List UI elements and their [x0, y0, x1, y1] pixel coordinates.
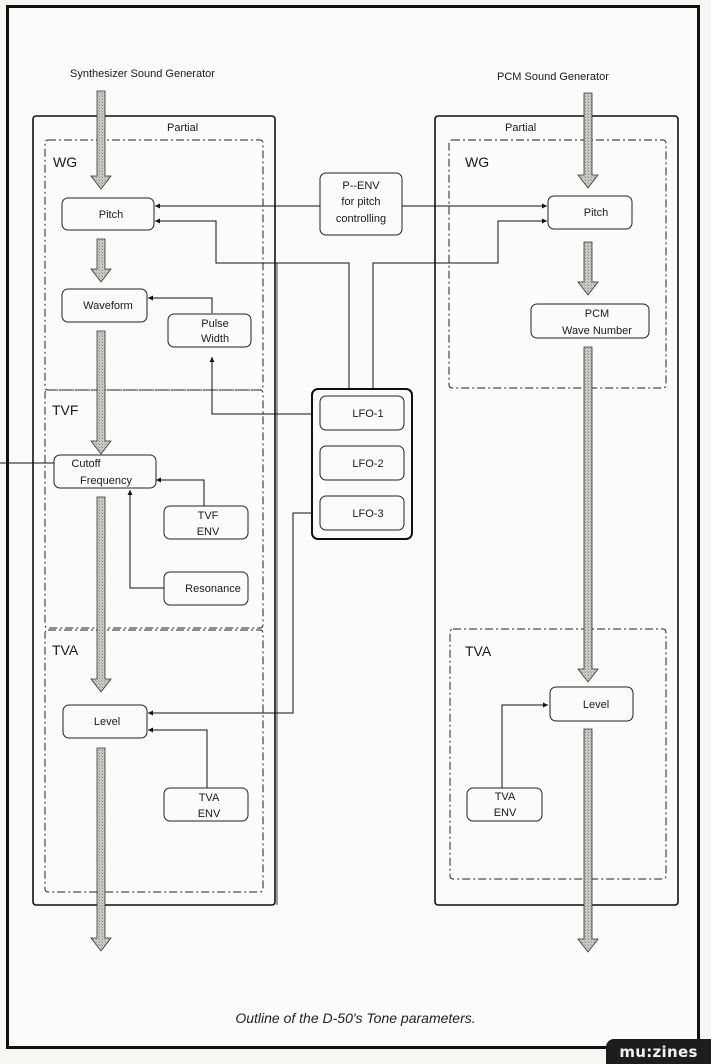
block-right-tva-env — [466, 787, 543, 822]
block-left-pitch — [61, 197, 155, 231]
right-wg-section — [448, 139, 667, 389]
label-resonance: Resonance — [185, 583, 241, 595]
line-tvf-env-cutoff — [156, 477, 205, 506]
label-tvf-env-2: ENV — [197, 526, 220, 538]
block-pcm-wave-number — [530, 303, 650, 339]
label-lfo-1: LFO-1 — [352, 408, 383, 420]
label-left-pitch: Pitch — [99, 209, 123, 221]
figure-caption: Outline of the D-50's Tone parameters. — [235, 1010, 476, 1026]
block-pulse-width — [167, 313, 252, 348]
line-lfo1-pulse-width — [209, 357, 311, 415]
title-pcm-generator: PCM Sound Generator — [497, 71, 609, 83]
label-left-tva-env-2: ENV — [198, 808, 221, 820]
right-partial-label: Partial — [505, 122, 536, 134]
block-right-pitch — [547, 195, 633, 230]
block-cutoff-frequency — [53, 454, 157, 489]
flow-arrow-pitch-pcm — [577, 241, 599, 296]
label-p-env-1: P--ENV — [342, 180, 380, 192]
left-tvf-section — [44, 389, 264, 629]
muzines-watermark[interactable]: mu:zines — [606, 1039, 711, 1064]
block-lfo-1 — [319, 395, 405, 431]
label-right-tva-env-1: TVA — [495, 791, 516, 803]
line-tva-env-left-level — [148, 727, 208, 788]
block-lfo-3 — [319, 495, 405, 531]
label-cutoff-2: Frequency — [80, 475, 132, 487]
label-pcm-2: Wave Number — [562, 325, 632, 337]
flow-arrow-waveform-cutoff — [90, 330, 112, 455]
label-right-pitch: Pitch — [584, 207, 608, 219]
block-lfo-2 — [319, 445, 405, 481]
label-pcm-1: PCM — [585, 308, 609, 320]
title-synth-generator: Synthesizer Sound Generator — [70, 68, 215, 80]
line-lfo3-left-level — [148, 512, 311, 716]
block-waveform — [61, 288, 148, 323]
label-left-tva-env-1: TVA — [199, 792, 220, 804]
left-partial-box — [32, 115, 276, 906]
label-pulse-width-2: Width — [201, 333, 229, 345]
block-right-level — [549, 686, 634, 722]
block-tvf-env — [163, 505, 249, 540]
flow-arrow-left-out — [90, 747, 112, 952]
left-partial-label: Partial — [167, 122, 198, 134]
label-waveform: Waveform — [83, 300, 133, 312]
right-tva-label: TVA — [465, 643, 492, 659]
label-pulse-width-1: Pulse — [201, 318, 229, 330]
line-lfo1-left-pitch — [155, 218, 350, 396]
block-left-level — [62, 704, 148, 739]
right-partial-box — [434, 115, 679, 906]
left-tvf-label: TVF — [52, 402, 78, 418]
label-lfo-2: LFO-2 — [352, 458, 383, 470]
label-right-level: Level — [583, 699, 609, 711]
left-tva-section — [44, 629, 264, 893]
left-wg-label: WG — [53, 154, 77, 170]
left-wg-section — [44, 139, 264, 391]
flow-arrow-right-out — [577, 728, 599, 953]
label-p-env-2: for pitch — [341, 196, 380, 208]
label-lfo-3: LFO-3 — [352, 508, 383, 520]
flow-arrow-pitch-waveform — [90, 238, 112, 283]
signal-flow-arrows — [90, 90, 599, 953]
control-lines — [0, 203, 548, 905]
right-wg-label: WG — [465, 154, 489, 170]
line-tva-env-right-level — [501, 702, 548, 789]
line-resonance-cutoff — [127, 490, 165, 589]
line-lfo1-right-pitch — [372, 218, 547, 396]
label-left-level: Level — [94, 716, 120, 728]
left-tva-label: TVA — [52, 642, 79, 658]
flow-arrow-cutoff-level — [90, 496, 112, 693]
label-tvf-env-1: TVF — [198, 510, 219, 522]
block-left-tva-env — [163, 787, 249, 822]
right-tva-section — [449, 628, 667, 880]
block-resonance — [163, 571, 249, 606]
label-right-tva-env-2: ENV — [494, 807, 517, 819]
line-pulse-width-waveform — [148, 295, 213, 313]
flow-arrow-pcm-in — [577, 92, 599, 189]
flow-arrow-synth-in — [90, 90, 112, 190]
flow-arrow-pcm-level — [577, 346, 599, 683]
block-p-env — [319, 172, 403, 236]
label-p-env-3: controlling — [336, 213, 386, 225]
label-cutoff-1: Cutoff — [71, 458, 101, 470]
